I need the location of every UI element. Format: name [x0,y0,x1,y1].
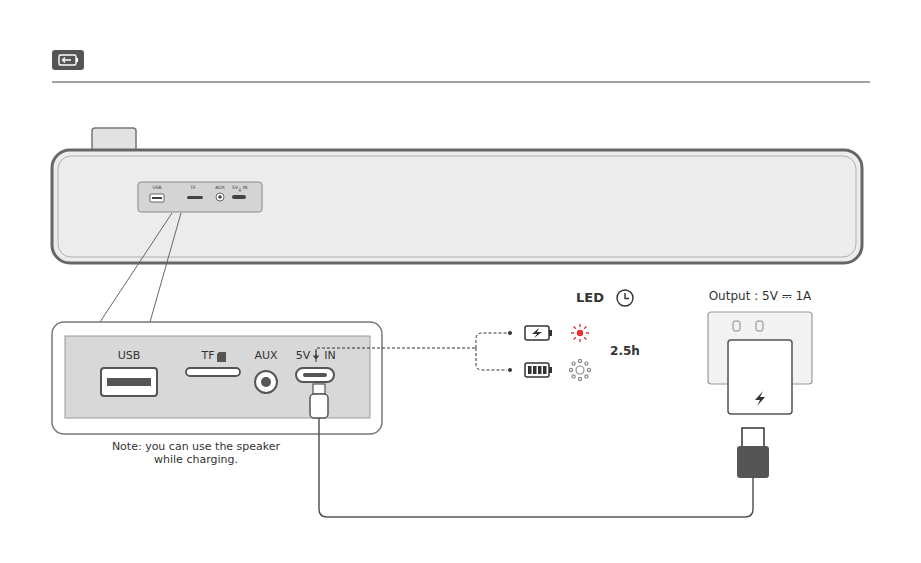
charger-rating: Output : 5V ⎓ 1A [709,290,812,304]
port-label: TF [201,350,214,363]
port-label: 5V [296,350,311,363]
port-label: 5V [232,185,238,190]
led-indicator-bracket [316,333,507,370]
zoom-leader [100,213,181,322]
note-text: Note: you can use the speaker while char… [104,441,289,466]
zoomed-port-panel [52,322,382,434]
port-label: USB [118,350,141,363]
battery-full-icon [525,363,552,377]
speaker-bar [52,128,862,263]
battery-charging-icon [525,326,552,340]
clock-icon [617,290,633,306]
bracket-dot [508,368,512,372]
port-label: USB [152,185,161,190]
port-label: IN [324,350,335,363]
led-heading: LED [576,291,604,306]
port-label: AUX [215,185,224,190]
white-led-icon [569,359,590,380]
usb-a-plug [737,428,769,478]
wall-charger [728,340,792,414]
small-port-panel [138,182,262,212]
port-label: AUX [254,350,277,363]
header-rule [52,82,870,83]
section-icon [52,50,84,70]
bracket-dot [508,331,512,335]
port-label: TF [190,185,195,190]
usb-cable [319,418,753,517]
red-led-icon [571,324,589,342]
port-label: IN [243,185,248,190]
charge-time: 2.5h [610,345,640,359]
